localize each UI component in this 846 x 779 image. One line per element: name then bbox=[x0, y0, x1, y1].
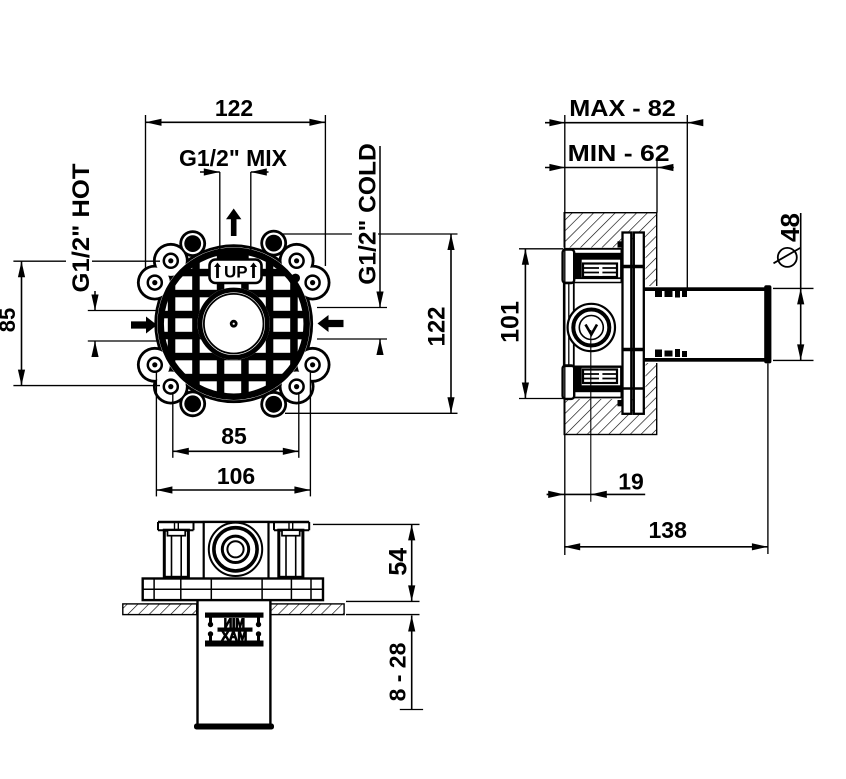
svg-text:106: 106 bbox=[217, 463, 255, 489]
svg-text:19: 19 bbox=[618, 469, 644, 495]
svg-text:MAX: MAX bbox=[221, 631, 247, 643]
svg-text:G1/2" MIX: G1/2" MIX bbox=[179, 145, 288, 171]
svg-text:85: 85 bbox=[0, 308, 20, 332]
svg-text:122: 122 bbox=[424, 306, 451, 346]
svg-text:G1/2" COLD: G1/2" COLD bbox=[355, 143, 382, 285]
svg-text:UP: UP bbox=[224, 263, 248, 282]
svg-text:G1/2" HOT: G1/2" HOT bbox=[68, 163, 95, 292]
svg-text:MIN - 62: MIN - 62 bbox=[568, 140, 670, 166]
svg-text:101: 101 bbox=[497, 301, 525, 343]
svg-text:85: 85 bbox=[221, 423, 247, 449]
svg-text:8 - 28: 8 - 28 bbox=[385, 642, 411, 701]
svg-text:54: 54 bbox=[385, 548, 413, 576]
svg-text:138: 138 bbox=[649, 517, 688, 543]
svg-text:MAX - 82: MAX - 82 bbox=[569, 95, 676, 121]
svg-text:MIN: MIN bbox=[224, 618, 245, 630]
svg-text:122: 122 bbox=[215, 95, 253, 121]
